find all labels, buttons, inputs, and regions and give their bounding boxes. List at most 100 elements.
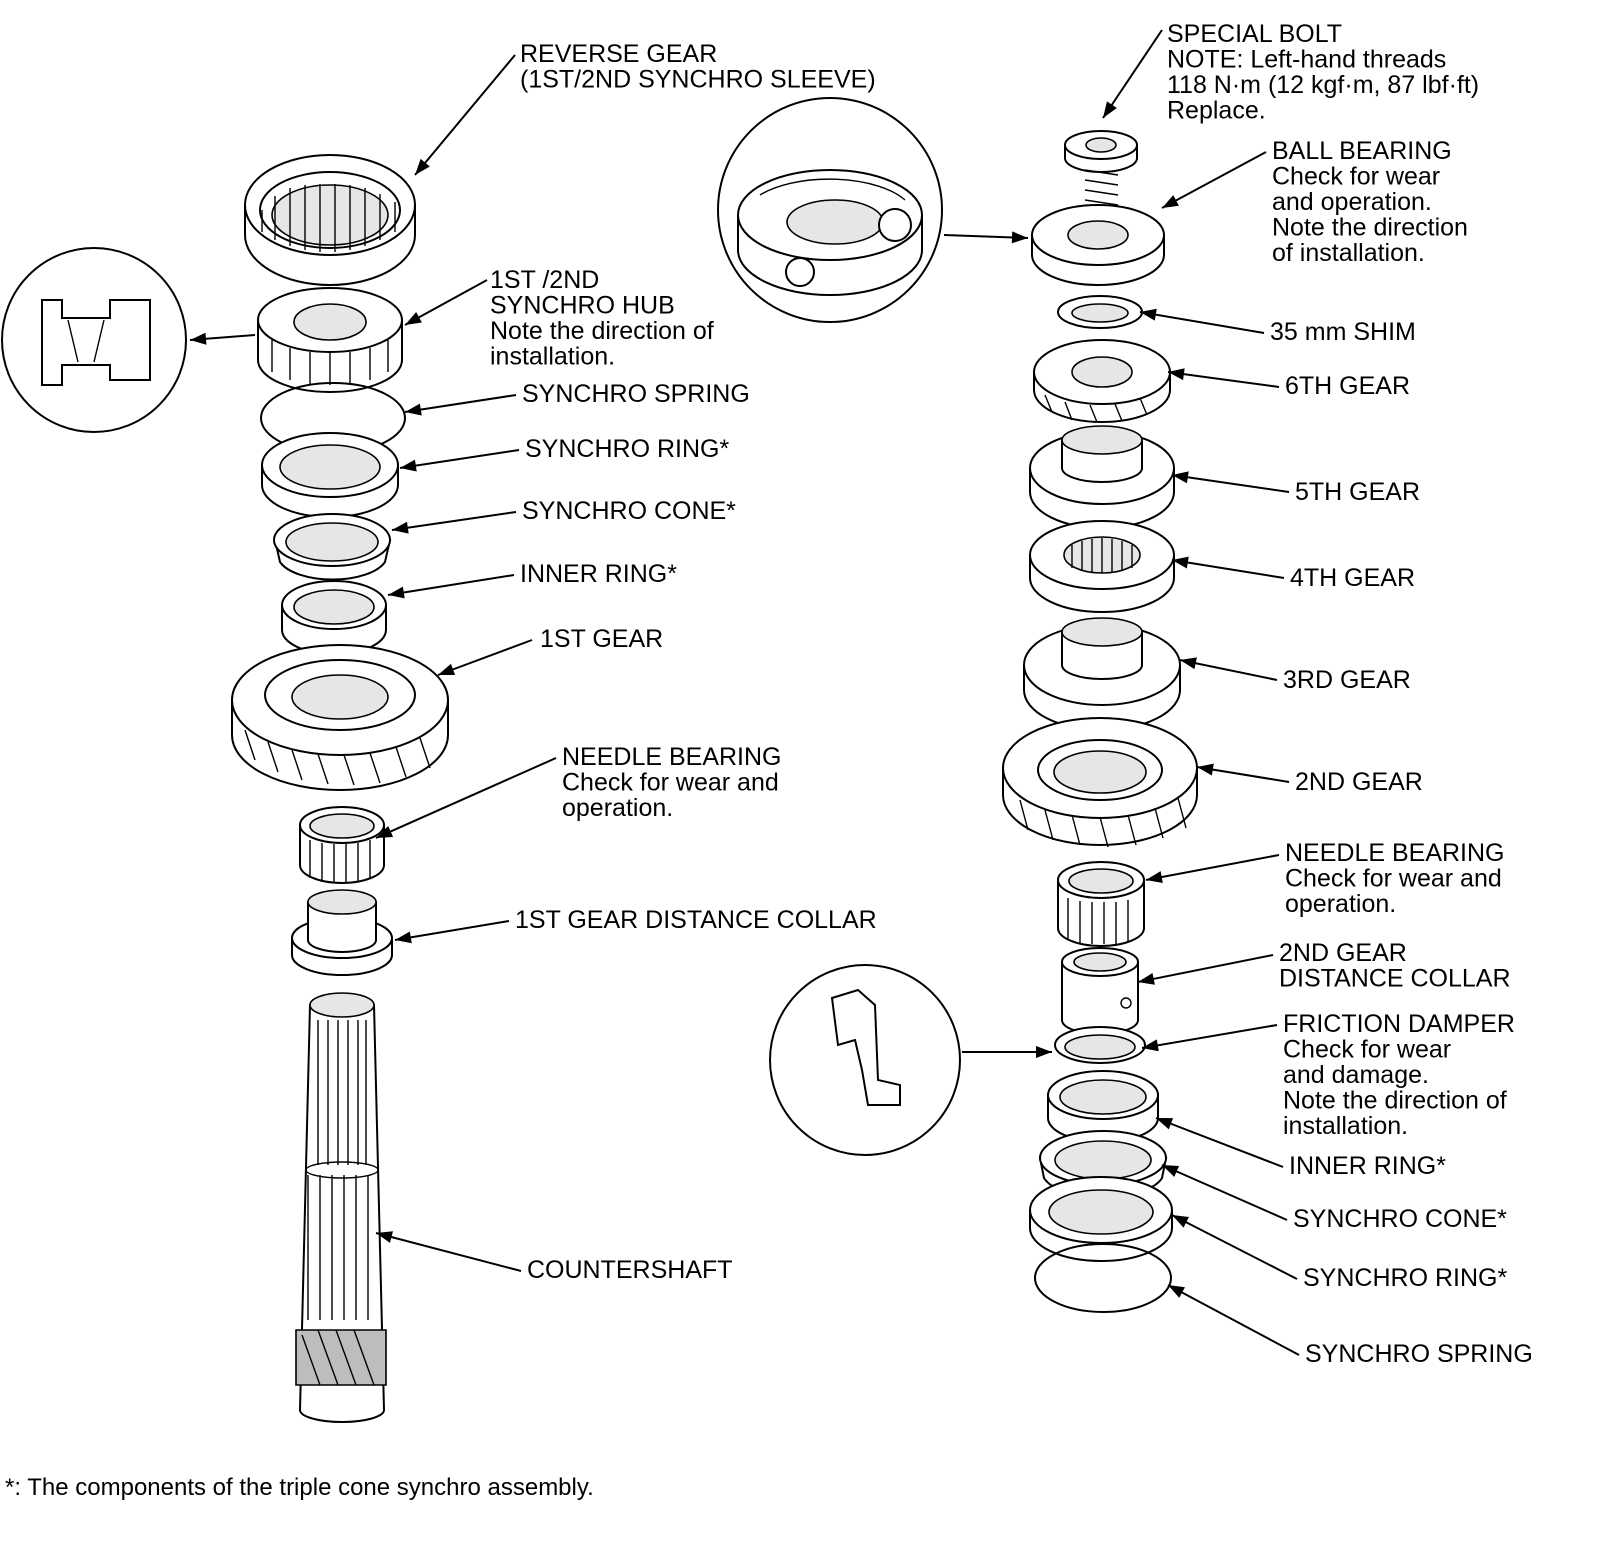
right-ball-bearing-arrowhead — [1162, 195, 1179, 208]
right-label-friction-damper-line: Check for wear — [1283, 1036, 1451, 1064]
right-needle-bearing-leader — [1145, 854, 1280, 881]
right-label-gear6-line: 6TH GEAR — [1285, 372, 1410, 400]
right-friction-damper-arrowhead — [1142, 1039, 1159, 1052]
right-label-ball-bearing-line: and operation. — [1272, 188, 1432, 216]
right-label-gear2-line: 2ND GEAR — [1295, 768, 1423, 796]
right-label-needle-bearing-line: operation. — [1285, 890, 1396, 918]
right-ball-bearing-leader — [1161, 151, 1267, 209]
right-gear4-arrowhead — [1172, 556, 1189, 569]
right-special-bolt-leader — [1102, 29, 1163, 119]
right-stack — [717, 97, 1198, 1313]
detail-callout-0-arrowhead — [190, 332, 207, 345]
third-gear-part — [1023, 617, 1181, 731]
second-gear-part — [1002, 717, 1198, 848]
right-label-shim: 35 mm SHIM — [1270, 318, 1416, 346]
left-label-reverse-gear: REVERSE GEAR(1ST/2ND SYNCHRO SLEEVE) — [520, 40, 876, 94]
right-friction-damper-leader — [1141, 1024, 1278, 1049]
left-reverse-gear-leader — [414, 54, 516, 176]
right-synchro-ring-arrowhead — [1172, 1215, 1189, 1228]
left-label-synchro-hub-line: 1ST /2ND — [490, 266, 599, 294]
right-gear5-arrowhead — [1172, 471, 1189, 484]
left-label-distance-collar: 1ST GEAR DISTANCE COLLAR — [515, 906, 877, 934]
right-label-special-bolt-line: NOTE: Left-hand threads — [1167, 46, 1446, 74]
left-label-countershaft: COUNTERSHAFT — [527, 1256, 733, 1284]
hub-detail-callout — [1, 247, 187, 433]
left-synchro-ring-leader — [399, 449, 520, 469]
shim-part — [1057, 295, 1143, 329]
left-label-needle-bearing-line: NEEDLE BEARING — [562, 743, 782, 771]
left-label-synchro-cone: SYNCHRO CONE* — [522, 497, 736, 525]
left-label-countershaft-line: COUNTERSHAFT — [527, 1256, 733, 1284]
right-label-friction-damper-line: installation. — [1283, 1112, 1408, 1140]
right-label-inner-ring: INNER RING* — [1289, 1152, 1446, 1180]
right-distance-collar-leader — [1137, 954, 1274, 983]
left-label-first-gear: 1ST GEAR — [540, 625, 663, 653]
inner-ring-part — [281, 580, 387, 655]
left-label-synchro-spring: SYNCHRO SPRING — [522, 380, 750, 408]
ball-bearing-part — [1031, 204, 1165, 286]
damper-detail-callout — [769, 964, 961, 1156]
right-label-gear5-line: 5TH GEAR — [1295, 478, 1420, 506]
right-synchro-spring-leader — [1167, 1284, 1300, 1356]
left-synchro-hub-arrowhead — [405, 312, 422, 325]
right-label-ball-bearing-line: of installation. — [1272, 239, 1425, 267]
right-label-gear3-line: 3RD GEAR — [1283, 666, 1411, 694]
right-gear4-leader — [1171, 559, 1285, 579]
right-synchro-cone-arrowhead — [1162, 1165, 1180, 1177]
right-label-gear4-line: 4TH GEAR — [1290, 564, 1415, 592]
distance-collar-right-part — [1061, 947, 1139, 1035]
left-countershaft-leader — [375, 1232, 522, 1272]
right-label-special-bolt-line: SPECIAL BOLT — [1167, 20, 1342, 48]
left-label-synchro-hub-line: SYNCHRO HUB — [490, 292, 675, 320]
left-needle-bearing-arrowhead — [376, 826, 394, 838]
right-label-gear3: 3RD GEAR — [1283, 666, 1411, 694]
right-needle-bearing-arrowhead — [1146, 871, 1163, 883]
right-label-synchro-spring: SYNCHRO SPRING — [1305, 1340, 1533, 1368]
first-gear-part — [231, 644, 449, 791]
right-label-synchro-ring: SYNCHRO RING* — [1303, 1264, 1507, 1292]
leader-lines — [189, 29, 1300, 1356]
synchro-spring-right-part — [1034, 1243, 1172, 1313]
left-label-synchro-hub-line: installation. — [490, 343, 615, 371]
left-synchro-ring-arrowhead — [400, 459, 417, 472]
right-label-ball-bearing-line: Note the direction — [1272, 214, 1468, 242]
right-gear6-arrowhead — [1168, 368, 1185, 381]
reverse-gear-part — [244, 154, 416, 286]
bearing-detail-callout — [717, 97, 943, 323]
right-label-inner-ring-line: INNER RING* — [1289, 1152, 1446, 1180]
left-label-first-gear-line: 1ST GEAR — [540, 625, 663, 653]
right-label-special-bolt-line: 118 N·m (12 kgf·m, 87 lbf·ft) — [1167, 71, 1479, 99]
synchro-hub-part — [257, 287, 403, 393]
right-label-gear4: 4TH GEAR — [1290, 564, 1415, 592]
needle-bearing-right-part — [1057, 861, 1145, 947]
left-countershaft-arrowhead — [376, 1231, 393, 1243]
right-gear6-leader — [1167, 371, 1280, 388]
left-first-gear-arrowhead — [438, 663, 456, 676]
right-label-ball-bearing-line: Check for wear — [1272, 163, 1440, 191]
left-synchro-spring-leader — [404, 394, 517, 413]
left-synchro-cone-arrowhead — [392, 521, 409, 534]
left-label-distance-collar-line: 1ST GEAR DISTANCE COLLAR — [515, 906, 877, 934]
left-label-synchro-hub-line: Note the direction of — [490, 317, 714, 345]
right-label-friction-damper-line: FRICTION DAMPER — [1283, 1010, 1515, 1038]
right-label-synchro-cone-line: SYNCHRO CONE* — [1293, 1205, 1507, 1233]
right-synchro-spring-arrowhead — [1168, 1285, 1185, 1298]
right-shim-arrowhead — [1140, 308, 1157, 321]
synchro-cone-part — [273, 513, 392, 581]
sixth-gear-part — [1033, 339, 1171, 423]
labels-layer: REVERSE GEAR(1ST/2ND SYNCHRO SLEEVE) 1ST … — [490, 20, 1533, 1368]
right-shim-leader — [1139, 311, 1265, 334]
right-special-bolt-arrowhead — [1103, 101, 1117, 118]
left-first-gear-leader — [437, 639, 533, 676]
detail-callout-1-arrowhead — [1011, 231, 1028, 244]
left-synchro-cone-leader — [391, 511, 517, 531]
right-gear5-leader — [1171, 474, 1290, 493]
left-label-synchro-cone-line: SYNCHRO CONE* — [522, 497, 736, 525]
countershaft-part — [295, 992, 387, 1423]
right-synchro-ring-leader — [1171, 1214, 1298, 1280]
